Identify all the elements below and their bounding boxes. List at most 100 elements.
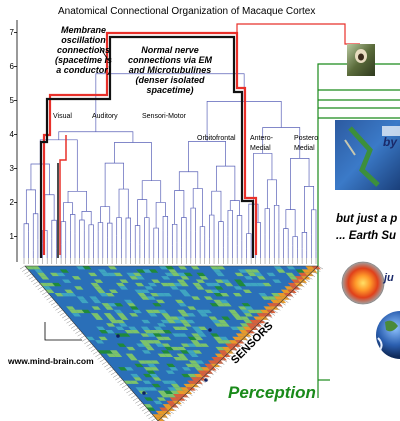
matrix-cell — [59, 269, 69, 273]
matrix-cell — [162, 336, 172, 341]
edge-tick — [301, 281, 308, 285]
dendrogram-link — [283, 228, 289, 248]
dendrogram-link — [58, 131, 134, 143]
edge-tick — [68, 322, 74, 327]
matrix-cell — [125, 353, 135, 357]
edge-tick — [139, 405, 145, 409]
matrix-cell — [173, 356, 183, 361]
matrix-cell — [204, 289, 214, 293]
matrix-cell — [137, 360, 148, 364]
matrix-cell — [249, 319, 259, 324]
cluster-label-postero-medial-line2: Medial — [294, 145, 315, 152]
matrix-cell — [140, 296, 150, 300]
matrix-cell — [62, 279, 72, 283]
edge-tick — [137, 402, 143, 407]
matrix-cell — [276, 269, 286, 273]
matrix-cell — [213, 292, 223, 297]
matrix-cell — [211, 356, 221, 361]
matrix-cell — [271, 292, 281, 297]
matrix-cell — [305, 266, 315, 270]
edge-tick — [248, 332, 254, 337]
matrix-cell — [100, 272, 111, 277]
matrix-cell — [207, 360, 218, 364]
dendrogram-link — [69, 214, 76, 234]
chart-title: Anatomical Connectional Organization of … — [58, 6, 316, 17]
matrix-cell — [176, 390, 186, 395]
matrix-cell — [187, 336, 197, 341]
matrix-cell — [137, 292, 147, 297]
matrix-cell — [112, 353, 123, 357]
matrix-cell — [243, 282, 253, 287]
matrix-cell — [115, 282, 126, 287]
matrix-cell — [165, 370, 175, 374]
matrix-cell — [194, 336, 204, 341]
matrix-cell — [176, 353, 186, 357]
matrix-cell — [231, 313, 241, 317]
matrix-cell — [179, 356, 189, 361]
matrix-cell — [133, 377, 143, 381]
edge-tick — [165, 413, 172, 417]
matrix-cell — [193, 343, 203, 347]
matrix-cell — [145, 309, 155, 314]
matrix-cell — [136, 269, 146, 273]
edge-tick — [219, 361, 225, 365]
matrix-cell — [81, 309, 91, 314]
matrix-cell — [128, 356, 138, 361]
matrix-cell — [96, 326, 106, 331]
edge-tick — [75, 330, 81, 334]
matrix-cell — [247, 272, 257, 277]
matrix-cell — [149, 373, 159, 378]
matrix-cell — [238, 306, 248, 310]
matrix-cell — [196, 309, 206, 314]
y-tick-label: 6 — [9, 61, 14, 71]
matrix-cell — [135, 282, 145, 287]
matrix-cell — [93, 279, 104, 283]
matrix-cell — [183, 383, 193, 388]
matrix-cell — [151, 309, 162, 314]
edge-tick — [106, 366, 112, 370]
dendrogram-link — [162, 216, 169, 237]
dendrogram-link — [116, 217, 122, 240]
edge-tick — [30, 278, 37, 283]
matrix-cell — [256, 276, 266, 280]
matrix-cell — [101, 303, 111, 307]
matrix-cell — [287, 282, 298, 287]
edge-tick — [309, 273, 316, 277]
matrix-cell — [216, 303, 226, 307]
matrix-cell — [186, 313, 196, 317]
matrix-cell — [75, 309, 85, 314]
edge-tick — [296, 286, 302, 290]
matrix-cell — [106, 353, 116, 357]
matrix-cell — [141, 319, 151, 324]
matrix-cell — [159, 407, 169, 411]
matrix-cell — [157, 353, 167, 357]
matrix-cell — [144, 397, 154, 401]
right-text-earth: ... Earth Su — [336, 230, 397, 242]
matrix-cell — [195, 286, 205, 290]
matrix-edge-ticks — [19, 265, 324, 421]
edge-tick — [24, 270, 30, 275]
matrix-cell — [243, 276, 254, 280]
matrix-cell — [211, 319, 221, 324]
matrix-cell — [180, 276, 190, 280]
matrix-cell — [194, 330, 204, 334]
matrix-highlight-point — [142, 391, 146, 395]
matrix-cell — [150, 292, 160, 297]
right-text-by: by — [383, 135, 398, 149]
matrix-cell — [126, 303, 137, 307]
edge-tick — [277, 304, 284, 308]
annotation-normal-nerve: Normal nerve connections via EM and Micr… — [128, 45, 212, 95]
matrix-cell — [191, 363, 201, 368]
dendrogram-link — [134, 225, 141, 250]
edge-tick — [243, 338, 249, 342]
matrix-cell — [214, 353, 225, 357]
matrix-cell — [54, 292, 64, 297]
cluster-label-postero-medial-line1: Postero — [294, 135, 319, 142]
matrix-cell — [140, 326, 150, 331]
website-link[interactable]: www.mind-brain.com — [8, 356, 94, 366]
dendrogram-link — [209, 214, 215, 239]
edge-tick — [99, 358, 105, 363]
matrix-cell — [90, 313, 101, 317]
dendrogram-link — [192, 188, 203, 227]
edge-tick — [57, 309, 63, 314]
